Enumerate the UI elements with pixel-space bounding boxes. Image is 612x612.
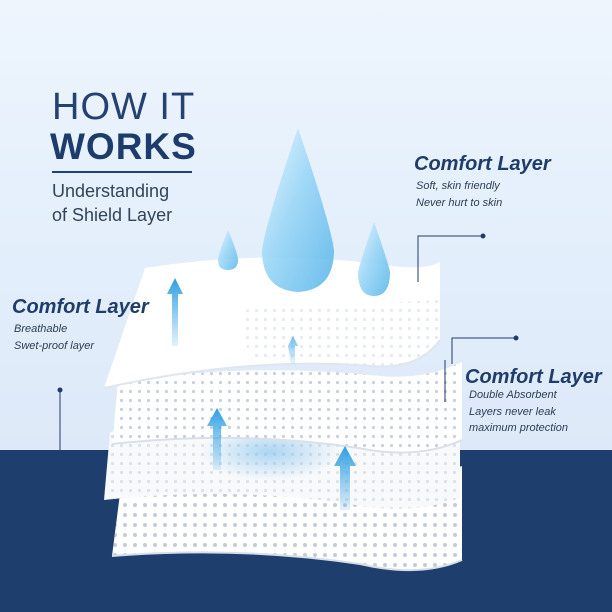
subtitle-line2: of Shield Layer [52,205,173,225]
subtitle-line1: Understanding [52,181,170,201]
heading-line2: WORKS [50,126,197,167]
layer-top [103,257,441,389]
callout-top-title: Comfort Layer [414,153,551,175]
heading-line1: HOW IT [52,86,196,128]
callout-left-line1: Breathable [14,323,68,335]
up-arrow-icon [167,278,356,510]
callout-top-line1: Soft, skin friendly [416,180,500,192]
layer-second [111,362,463,454]
water-drop-icon [218,128,390,296]
callout-right-line1: Double Absorbent [469,389,557,401]
callout-top-line2: Never hurt to skin [416,197,503,209]
callout-right-line2: Layers never leak [469,406,556,418]
callout-right-title: Comfort Layer [465,366,602,388]
callout-left-line2: Swet-proof layer [14,340,95,352]
heading-divider [52,171,192,173]
callout-right-line3: maximum protection [469,422,569,434]
callout-left-title: Comfort Layer [12,296,149,318]
callout-leader-lines [59,235,516,507]
